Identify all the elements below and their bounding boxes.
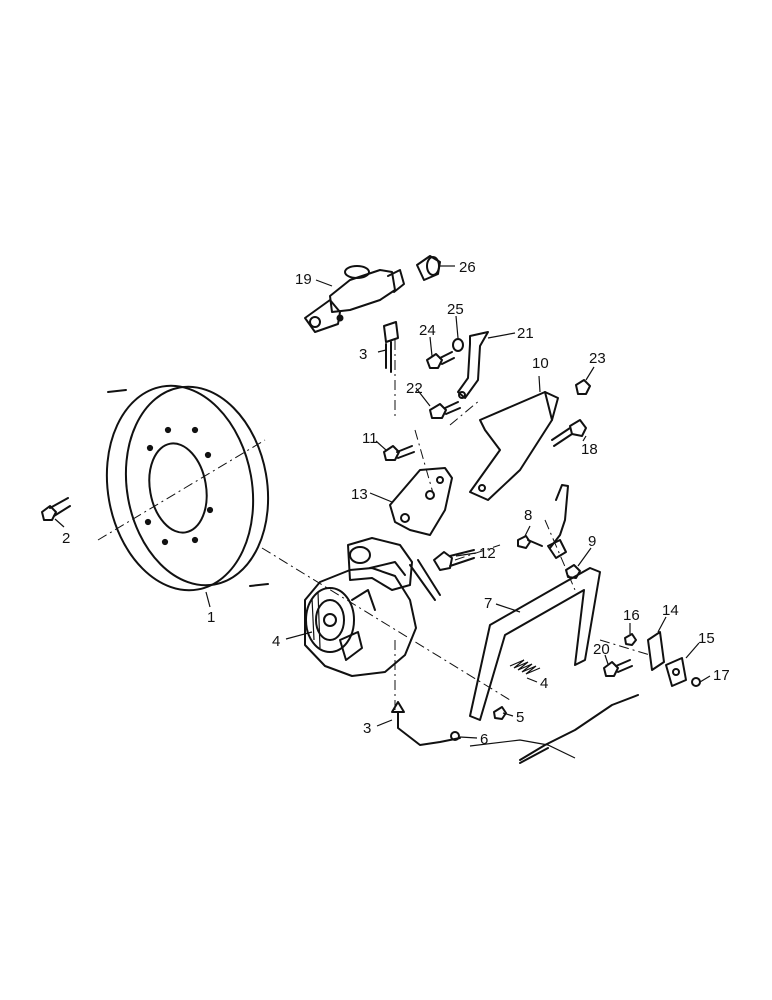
callout-labels: 1 2 3 3 4 4 5 6 7 8 9 10 11 12 13 14 15 … [62, 259, 730, 748]
bolt-part-22 [429, 401, 461, 419]
fitting-part-26 [416, 255, 441, 281]
callout-9: 9 [588, 533, 596, 550]
callout-2: 2 [62, 530, 70, 547]
callout-7: 7 [484, 595, 492, 612]
master-cylinder [304, 265, 405, 333]
callout-12: 12 [479, 545, 496, 562]
bolt-part-24 [426, 351, 455, 369]
callout-19: 19 [295, 271, 312, 288]
callout-21: 21 [517, 325, 534, 342]
bolt-part-18 [551, 419, 587, 447]
callout-11: 11 [362, 430, 378, 447]
bolt-part-20 [603, 659, 633, 677]
bolt-part-12 [433, 549, 475, 571]
screw-part-16 [624, 633, 637, 646]
callout-14: 14 [662, 602, 679, 619]
angle-bracket [469, 391, 559, 501]
link-bracket [457, 331, 489, 399]
callout-6: 6 [480, 731, 488, 748]
callout-20: 20 [593, 641, 610, 658]
clip-part-15 [665, 657, 687, 687]
callout-23: 23 [589, 350, 606, 367]
callout-10: 10 [532, 355, 549, 372]
bolt-part-8 [517, 535, 543, 549]
nut-part-17 [691, 677, 701, 687]
cable-end [547, 484, 569, 559]
brake-line-upper [383, 321, 399, 373]
bolt-part-11 [383, 445, 415, 461]
plate-part-14 [647, 631, 665, 671]
callout-8: 8 [524, 507, 532, 524]
compressor-assembly [304, 537, 441, 677]
callout-4-compressor: 4 [272, 633, 280, 650]
callout-24: 24 [419, 322, 436, 339]
callout-15: 15 [698, 630, 715, 647]
callout-16: 16 [623, 607, 640, 624]
mounting-bracket [389, 467, 453, 536]
callout-3-upper: 3 [359, 346, 367, 363]
support-bracket [469, 567, 601, 721]
callout-25: 25 [447, 301, 464, 318]
callout-22: 22 [406, 380, 423, 397]
spring-part-4 [509, 659, 541, 675]
nut-part-9 [565, 564, 581, 579]
callout-3-lower: 3 [363, 720, 371, 737]
washer-part-25 [452, 338, 464, 352]
callout-17: 17 [713, 667, 730, 684]
callout-4-spring: 4 [540, 675, 548, 692]
callout-1: 1 [207, 609, 215, 626]
callout-5: 5 [516, 709, 524, 726]
center-lines [97, 340, 651, 712]
nut-part-23 [575, 379, 591, 395]
callout-26: 26 [459, 259, 476, 276]
callout-18: 18 [581, 441, 598, 458]
brake-line-lower [391, 694, 639, 764]
leader-lines [54, 265, 711, 739]
bolt-part-5 [493, 706, 507, 720]
callout-13: 13 [351, 486, 368, 503]
flywheel-disc [105, 384, 270, 592]
bolt-part-2 [41, 497, 71, 521]
